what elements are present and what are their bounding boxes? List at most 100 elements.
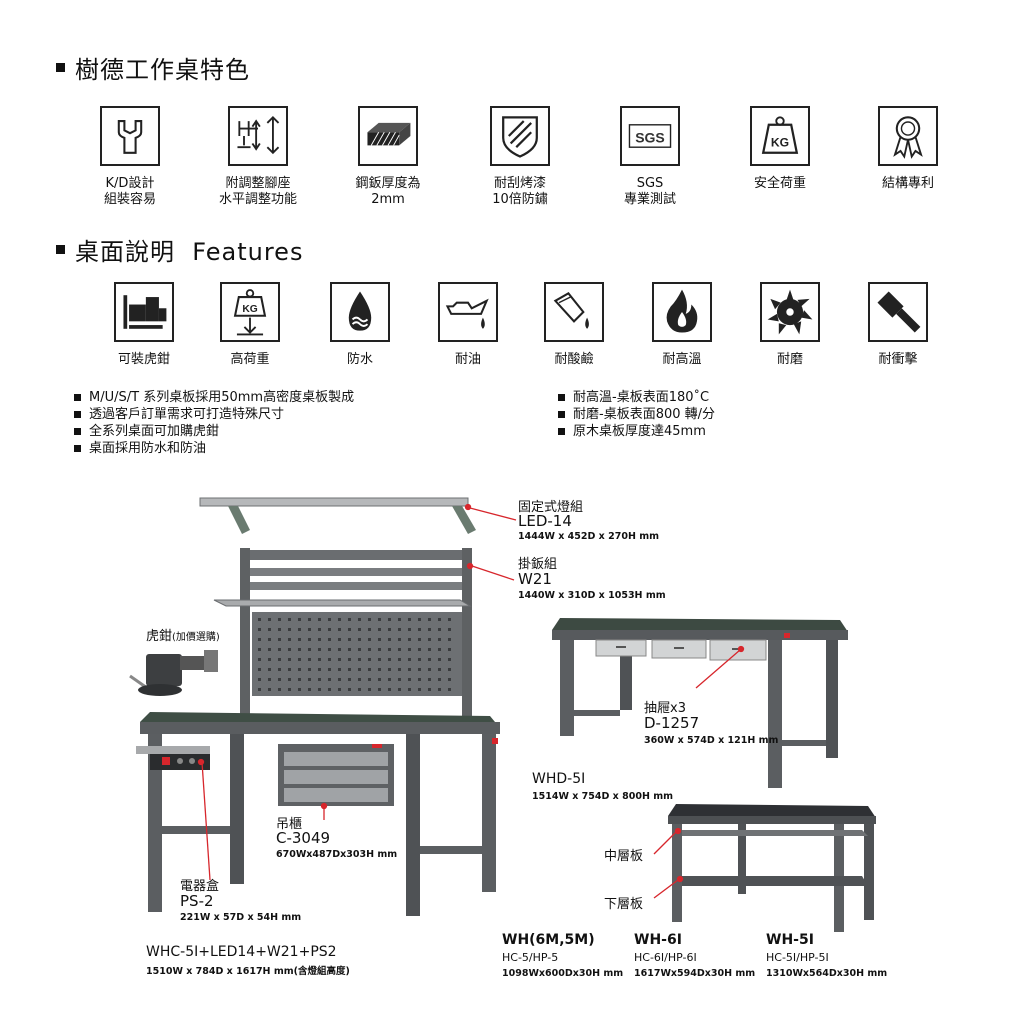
peg-hole — [288, 668, 291, 671]
peg-hole — [318, 648, 321, 651]
peg-hole — [328, 658, 331, 661]
peg-hole — [268, 648, 271, 651]
callout-lower-shelf: 下層板 — [604, 897, 644, 912]
peg-hole — [308, 678, 311, 681]
peg-hole — [398, 648, 401, 651]
oil-can-icon — [438, 282, 498, 342]
peg-hole — [398, 688, 401, 691]
peg-hole — [418, 618, 421, 621]
peg-hole — [268, 668, 271, 671]
bullet-square — [56, 245, 65, 254]
peg-hole — [368, 658, 371, 661]
peg-hole — [378, 658, 381, 661]
model-wh6m-name: WH(6M,5M) — [502, 932, 595, 948]
peg-hole — [338, 638, 341, 641]
model-whd-dim: 1514W x 754D x 800H mm — [532, 791, 674, 802]
peg-hole — [288, 618, 291, 621]
peg-hole — [328, 628, 331, 631]
peg-hole — [318, 658, 321, 661]
model-wh6m-dim: 1098Wx600Dx30H mm — [502, 968, 624, 979]
callout-w21-name: 掛鈑組 — [518, 557, 558, 572]
peg-hole — [428, 638, 431, 641]
peg-hole — [288, 688, 291, 691]
callout-w21-dim: 1440W x 310D x 1053H mm — [518, 590, 666, 601]
peg-hole — [438, 628, 441, 631]
peg-hole — [358, 618, 361, 621]
peg-hole — [358, 688, 361, 691]
bullet-item: 耐高溫-桌板表面180˚C — [558, 389, 715, 406]
product-illustration — [129, 497, 876, 932]
peg-hole — [328, 638, 331, 641]
peg-hole — [448, 618, 451, 621]
model-wh5i-dim: 1310Wx564Dx30H mm — [766, 968, 888, 979]
peg-hole — [368, 638, 371, 641]
bullet-item: M/U/S/T 系列桌板採用50mm高密度桌板製成 — [74, 389, 354, 406]
steel-plate-icon — [358, 106, 418, 166]
peg-hole — [408, 628, 411, 631]
peg-hole — [308, 648, 311, 651]
feature-label-leveling: 附調整腳座水平調整功能 — [218, 176, 297, 207]
peg-hole — [278, 628, 281, 631]
peg-hole — [258, 638, 261, 641]
model-wh6i-code: HC-6I/HP-6I — [634, 951, 697, 964]
acid-beaker-icon — [544, 282, 604, 342]
callout-cabinet-dim: 670Wx487Dx303H mm — [276, 849, 398, 860]
desk-label-wear: 耐磨 — [776, 352, 803, 367]
peg-hole — [348, 658, 351, 661]
lamp-fixture — [199, 497, 476, 534]
peg-hole — [338, 618, 341, 621]
callout-led-name: 固定式燈組 — [518, 500, 584, 515]
peg-hole — [278, 638, 281, 641]
peg-hole — [448, 638, 451, 641]
peg-hole — [348, 618, 351, 621]
peg-hole — [408, 618, 411, 621]
peg-hole — [388, 668, 391, 671]
desk-label-acid: 耐酸鹼 — [554, 352, 594, 367]
callout-vise-name: 虎鉗(加價選購) — [146, 629, 220, 644]
peg-hole — [438, 648, 441, 651]
callout-led-dim: 1444W x 452D x 270H mm — [518, 531, 660, 542]
peg-hole — [308, 668, 311, 671]
peg-hole — [348, 668, 351, 671]
peg-hole — [388, 628, 391, 631]
peg-hole — [348, 628, 351, 631]
callout-lines — [197, 503, 745, 899]
hanging-cabinet — [278, 744, 394, 806]
peg-hole — [408, 678, 411, 681]
flame-icon — [652, 282, 712, 342]
desk-label-vise: 可裝虎鉗 — [117, 352, 170, 367]
callout-power-dim: 221W x 57D x 54H mm — [180, 912, 302, 923]
peg-hole — [408, 658, 411, 661]
feature-label-load: 安全荷重 — [753, 176, 806, 191]
peg-hole — [378, 628, 381, 631]
peg-hole — [438, 668, 441, 671]
peg-hole — [448, 658, 451, 661]
bullet-item: 耐磨-桌板表面800 轉/分 — [558, 406, 715, 423]
peg-hole — [368, 688, 371, 691]
peg-hole — [338, 668, 341, 671]
peg-hole — [318, 618, 321, 621]
peg-hole — [298, 628, 301, 631]
peg-hole — [358, 648, 361, 651]
wrench-icon — [100, 106, 160, 166]
sgs-icon: SGS — [620, 106, 680, 166]
peg-hole — [298, 618, 301, 621]
peg-hole — [268, 638, 271, 641]
peg-hole — [438, 688, 441, 691]
peg-hole — [438, 618, 441, 621]
peg-hole — [328, 688, 331, 691]
callout-power-name: 電器盒 — [180, 879, 220, 894]
section-title-features: 樹德工作桌特色 — [56, 50, 250, 85]
peg-hole — [378, 638, 381, 641]
peg-hole — [358, 658, 361, 661]
peg-hole — [388, 638, 391, 641]
peg-hole — [258, 668, 261, 671]
peg-hole — [418, 668, 421, 671]
peg-hole — [428, 678, 431, 681]
peg-hole — [408, 648, 411, 651]
peg-hole — [278, 668, 281, 671]
peg-hole — [258, 688, 261, 691]
peg-hole — [278, 618, 281, 621]
peg-hole — [438, 678, 441, 681]
